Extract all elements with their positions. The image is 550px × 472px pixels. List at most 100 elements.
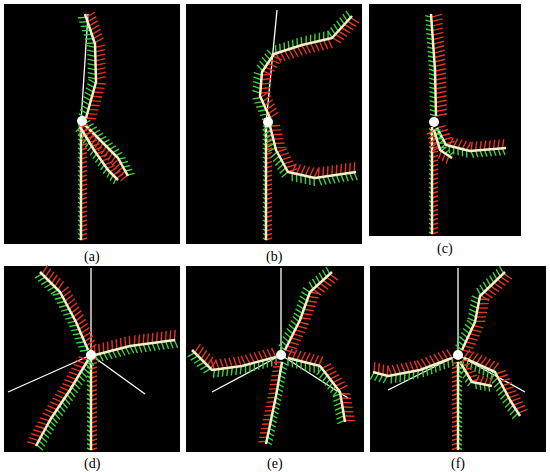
rod <box>94 330 177 362</box>
force-tick <box>502 139 503 148</box>
force-tick <box>507 391 517 394</box>
force-tick <box>55 394 64 398</box>
rod <box>288 349 355 424</box>
force-tick <box>81 328 89 334</box>
force-tick <box>86 340 94 346</box>
force-tick <box>340 164 342 174</box>
force-tick <box>494 283 502 289</box>
force-tick <box>330 375 339 380</box>
force-tick <box>62 384 72 387</box>
force-tick <box>204 354 210 362</box>
force-tick <box>431 14 442 17</box>
force-tick <box>382 364 384 374</box>
force-tick <box>250 354 254 363</box>
force-tick <box>436 109 447 111</box>
force-tick <box>343 406 353 408</box>
rod-axis <box>80 124 83 240</box>
force-tick <box>509 395 519 398</box>
force-tick <box>48 272 54 280</box>
force-tick <box>284 161 294 164</box>
force-tick <box>61 287 69 293</box>
force-tick <box>211 360 217 368</box>
panel-background <box>4 4 180 244</box>
force-tick <box>36 426 46 429</box>
force-tick <box>207 357 213 365</box>
hub <box>86 350 96 360</box>
force-tick <box>302 313 312 314</box>
force-tick <box>95 38 104 43</box>
force-tick <box>285 350 295 353</box>
force-tick <box>308 296 318 297</box>
force-tick <box>293 334 303 337</box>
force-tick <box>292 164 296 173</box>
force-tick <box>305 353 309 362</box>
force-tick <box>500 277 508 283</box>
force-tick <box>435 64 446 67</box>
force-tick <box>496 371 506 374</box>
rod <box>452 362 462 450</box>
force-tick <box>45 269 51 277</box>
force-tick <box>449 138 453 146</box>
force-tick <box>462 350 472 352</box>
force-tick <box>516 405 526 409</box>
force-tick <box>340 393 350 395</box>
force-tick <box>513 402 523 406</box>
force-tick <box>105 149 110 157</box>
force-tick <box>261 83 271 84</box>
force-tick <box>83 332 91 338</box>
force-tick <box>489 140 490 149</box>
force-tick <box>279 153 289 156</box>
force-tick <box>458 140 462 148</box>
force-tick <box>336 382 345 387</box>
force-tick <box>220 359 223 369</box>
panel-background <box>186 4 362 244</box>
force-tick <box>156 332 158 342</box>
force-tick <box>434 59 445 62</box>
force-tick <box>43 413 52 417</box>
force-tick <box>479 303 489 304</box>
force-tick <box>77 319 85 325</box>
force-tick <box>292 350 296 359</box>
force-tick <box>324 40 328 49</box>
force-tick <box>466 342 476 344</box>
force-tick <box>374 362 376 372</box>
force-tick <box>468 338 478 340</box>
force-tick <box>435 87 446 89</box>
reference-line <box>281 355 348 398</box>
force-tick <box>417 360 422 369</box>
force-tick <box>124 337 126 347</box>
force-tick <box>63 291 71 297</box>
rod-axis <box>95 340 175 355</box>
force-tick <box>280 52 285 61</box>
force-tick <box>316 286 324 292</box>
rod <box>27 357 94 451</box>
force-tick <box>258 351 262 360</box>
force-tick <box>53 398 62 402</box>
rod-axis <box>437 128 506 151</box>
force-tick <box>487 289 495 295</box>
force-tick <box>323 280 331 286</box>
rod-axis <box>457 362 460 450</box>
force-tick <box>493 363 499 371</box>
rod-axis <box>40 272 88 350</box>
force-tick <box>275 147 285 149</box>
rod-axis <box>464 358 520 416</box>
rod <box>252 11 359 120</box>
force-tick <box>314 355 318 364</box>
force-tick <box>51 275 57 283</box>
force-tick <box>475 321 485 322</box>
force-tick <box>433 41 444 44</box>
force-tick <box>272 134 282 136</box>
force-tick <box>96 68 106 70</box>
force-tick <box>288 349 292 358</box>
force-tick <box>33 430 43 433</box>
force-tick <box>260 92 270 93</box>
rod-axis <box>373 358 452 376</box>
rod <box>279 267 338 353</box>
force-tick <box>320 283 328 289</box>
force-tick <box>87 113 97 115</box>
force-tick <box>287 346 297 349</box>
force-tick <box>436 91 447 93</box>
force-tick <box>401 363 405 372</box>
force-tick <box>58 281 64 289</box>
